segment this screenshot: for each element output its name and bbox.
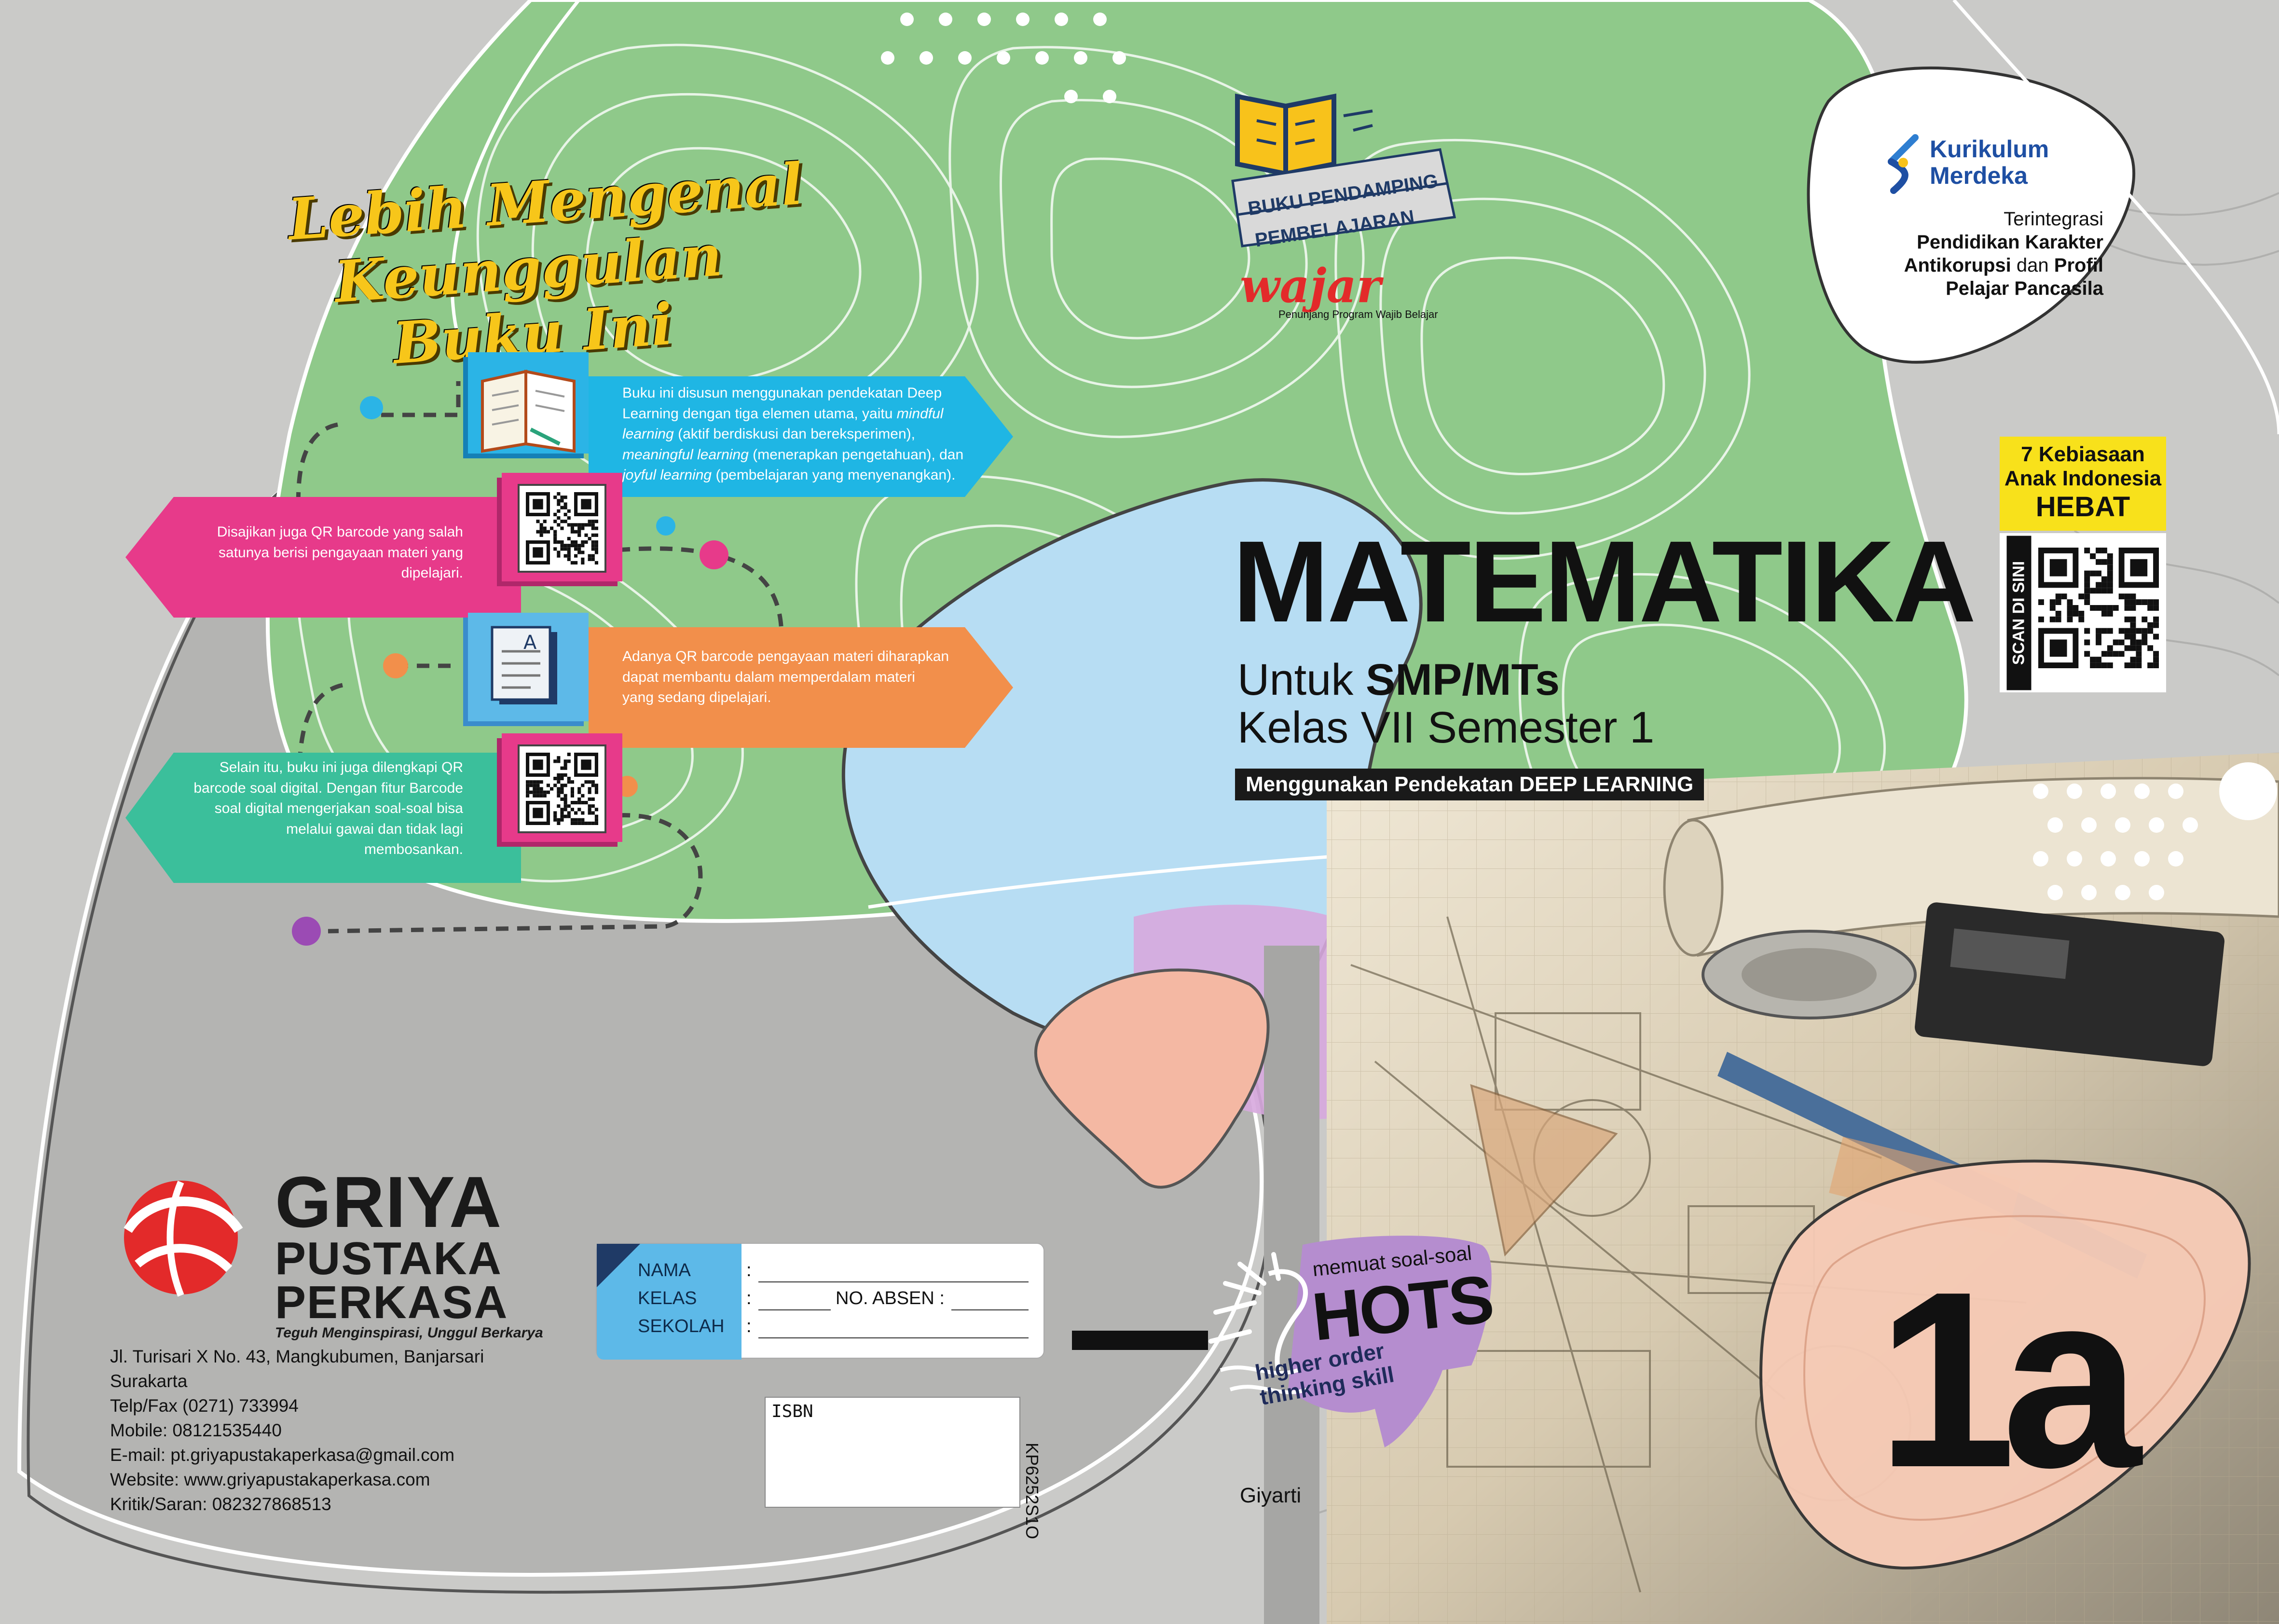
book-badge-icon [1231,93,1456,248]
address-line: Website: www.griyapustakaperkasa.com [110,1470,430,1490]
kurikulum-name-1: Kurikulum [1930,136,2049,163]
kurikulum-line-4: Pelajar Pancasila [1946,278,2103,299]
isbn-label: ISBN [771,1402,813,1421]
absen-input-line[interactable] [951,1291,1029,1310]
feature-text-emphasis: mindful learning [622,405,944,442]
book-title: MATEMATIKA [1233,517,1976,646]
habits-line-1: 7 Kebiasaan [2021,442,2145,466]
feature-text-emphasis: joyful learning [622,467,712,483]
hots-badge: memuat soal-soal HOTS higher order think… [1201,1225,1500,1452]
grade-label: 1a [1877,1239,2141,1520]
isbn-box: ISBN [765,1397,1020,1508]
feature-text-1: Buku ini disusun menggunakan pendekatan … [622,383,970,486]
address-line: Telp/Fax (0271) 733994 [110,1396,299,1416]
habits-line-3: HEBAT [2035,491,2130,523]
feature-banner-2: Disajikan juga QR barcode yang salah sat… [125,497,521,618]
document-icon-box: A [463,613,593,729]
svg-text:A: A [523,632,537,654]
sekolah-input-line[interactable] [758,1319,1029,1338]
griya-logo-icon [124,1181,243,1297]
form-label-sekolah: SEKOLAH [638,1316,725,1336]
scan-qr-panel: SCAN DI SINI [2000,533,2166,692]
kurikulum-line-3b: dan [2011,255,2054,276]
kurikulum-line-3: Antikorupsi dan Profil [1904,254,2103,277]
back-cover-headline: Lebih Mengenal Keunggulan Buku Ini [278,150,822,384]
publisher-name-line-2: PUSTAKA [275,1232,502,1284]
publisher-name-line-1: GRIYA [275,1161,503,1242]
wajar-tagline: Penunjang Program Wajib Belajar [1278,308,1438,320]
feature-banner-3: Adanya QR barcode pengayaan materi dihar… [589,627,1013,748]
scan-qr-code-icon [2038,548,2159,668]
book-code: KP6252S1O [1022,1443,1042,1540]
address-line: Jl. Turisari X No. 43, Mangkubumen, Banj… [110,1347,484,1366]
feature-text-2: Disajikan juga QR barcode yang salah sat… [217,524,463,581]
kurikulum-line-2: Pendidikan Karakter [1917,232,2103,253]
kelas-input-line[interactable] [758,1291,831,1310]
kurikulum-line-1: Terintegrasi [2004,208,2103,230]
form-colon: : [746,1288,752,1308]
book-subtitle: Untuk SMP/MTs Kelas VII Semester 1 [1237,656,1654,752]
feature-text-part: (pembelajaran yang menyenangkan). [712,467,956,483]
subtitle-prefix: Untuk [1237,655,1366,704]
nama-input-line[interactable] [758,1263,1029,1282]
feature-text-emphasis: meaningful learning [622,446,749,463]
form-label-kelas: KELAS [638,1288,697,1308]
book-icon-box [463,352,593,463]
publisher-logo [109,1172,263,1298]
publisher-tagline: Teguh Menginspirasi, Unggul Berkarya [275,1324,543,1341]
publisher-name-line-3: PERKASA [275,1276,508,1328]
buku-pendamping-badge: BUKU PENDAMPING PEMBELAJARAN [1228,77,1469,251]
qr-box-2 [497,733,622,849]
kurikulum-line-3a: Antikorupsi [1904,255,2011,276]
subtitle-line-1: Untuk SMP/MTs [1237,656,1654,704]
kurikulum-merdeka-badge: Kurikulum Merdeka Terintegrasi Pendidika… [1881,128,2132,311]
subtitle-level: SMP/MTs [1365,655,1560,704]
feature-banner-4: Selain itu, buku ini juga dilengkapi QR … [125,753,521,883]
wajar-logo: wajar Penunjang Program Wajib Belajar [1240,259,1438,326]
feature-text-4: Selain itu, buku ini juga dilengkapi QR … [193,759,463,858]
address-line: Surakarta [110,1371,188,1391]
form-label-nama: NAMA [638,1260,691,1280]
feature-text-3: Adanya QR barcode pengayaan materi dihar… [622,648,949,706]
publisher-name: GRIYA PUSTAKA PERKASA Teguh Menginspiras… [275,1161,543,1341]
address-line: E-mail: pt.griyapustakaperkasa@gmail.com [110,1445,455,1465]
open-book-icon [463,352,589,458]
document-icon: A [463,613,589,726]
scan-label: SCAN DI SINI [2006,536,2032,690]
feature-text-part: Buku ini disusun menggunakan pendekatan … [622,385,942,422]
author-name: Giyarti [1240,1484,1302,1507]
habits-line-2: Anak Indonesia [2004,467,2162,490]
form-colon: : [746,1316,752,1336]
tujuh-kebiasaan-badge: 7 Kebiasaan Anak Indonesia HEBAT [2000,437,2166,531]
publisher-address: Jl. Turisari X No. 43, Mangkubumen, Banj… [110,1344,544,1516]
qr-code-icon [526,492,598,564]
feature-text-part: (aktif berdiskusi dan bereksperimen), [673,426,915,442]
address-line: Kritik/Saran: 082327868513 [110,1494,331,1514]
qr-code-icon [526,753,598,825]
kurikulum-logo-icon [1888,134,1919,194]
student-name-form: NAMA KELAS SEKOLAH : : : NO. ABSEN : [596,1243,1044,1360]
qr-box-1 [497,473,622,589]
subtitle-line-2: Kelas VII Semester 1 [1237,703,1655,753]
approach-label: Menggunakan Pendekatan DEEP LEARNING [1235,769,1704,800]
form-colon: : [746,1260,752,1280]
form-label-tab [597,1244,741,1360]
form-label-absen: NO. ABSEN : [836,1288,945,1308]
wajar-wordmark: wajar [1240,259,1381,313]
kurikulum-desc: Terintegrasi Pendidikan Karakter Antikor… [1904,207,2103,300]
address-line: Mobile: 08121535440 [110,1420,282,1441]
feature-banner-1: Buku ini disusun menggunakan pendekatan … [589,376,1013,497]
kurikulum-name-2: Merdeka [1930,162,2028,189]
kurikulum-line-3c: Profil [2054,255,2103,276]
feature-text-part: (menerapkan pengetahuan), dan [748,446,964,463]
